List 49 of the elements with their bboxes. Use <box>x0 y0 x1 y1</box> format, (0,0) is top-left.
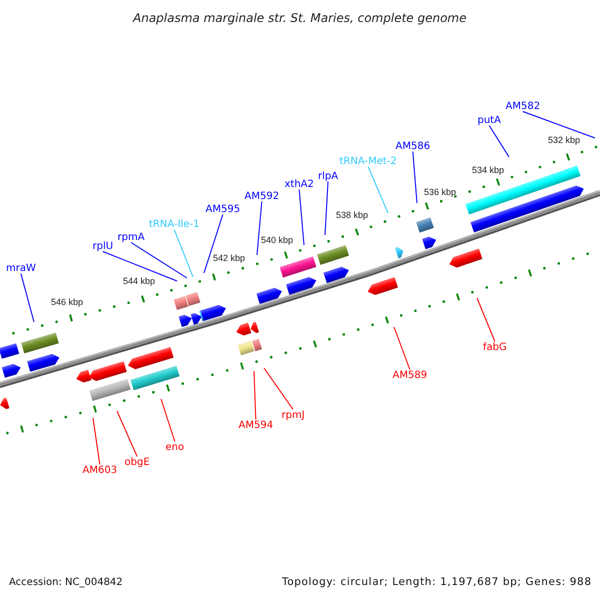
gene-label: tRNA-Met-2 <box>340 156 397 166</box>
scale-label: 546 kbp <box>51 296 84 308</box>
accession-text: Accession: NC_004842 <box>9 576 123 588</box>
leader-line <box>116 410 138 457</box>
gene-label: AM589 <box>392 370 428 380</box>
gene-label: rplU <box>92 240 114 252</box>
leader-line <box>92 418 100 465</box>
leader-line <box>488 125 510 158</box>
gene-label: rpmJ <box>282 410 305 420</box>
gene-label: xthA2 <box>284 178 314 190</box>
leader-line <box>130 242 188 278</box>
scale-label: 534 kbp <box>472 164 504 176</box>
leader-line <box>254 370 256 420</box>
gene-label: AM586 <box>396 140 430 152</box>
leader-line <box>204 214 224 274</box>
gene-label: fabG <box>483 342 507 352</box>
leader-line <box>324 181 328 236</box>
leader-line <box>256 201 262 256</box>
scale-label: 532 kbp <box>548 134 580 146</box>
scale-label: 538 kbp <box>336 210 368 220</box>
leader-line <box>264 368 294 410</box>
gene-label: AM595 <box>206 204 240 214</box>
gene-label: AM592 <box>244 190 280 202</box>
leader-line <box>368 166 388 214</box>
gene-label: obgE <box>124 456 150 468</box>
genome-stats-text: Topology: circular; Length: 1,197,687 bp; Genes: 988 <box>282 576 592 588</box>
leader-line <box>102 251 178 282</box>
gene-label: AM582 <box>506 100 540 112</box>
scale-label: 536 kbp <box>424 186 456 198</box>
gene-label: putA <box>478 114 501 126</box>
leader-line <box>174 229 194 278</box>
gene-label: tRNA-Ile-1 <box>149 218 200 230</box>
gene-label: rlpA <box>318 170 338 182</box>
leader-line <box>394 326 410 370</box>
scale-label: 542 kbp <box>213 252 246 264</box>
leader-line <box>298 189 304 246</box>
gene-label: mraW <box>6 262 36 274</box>
leader-line <box>522 111 596 138</box>
scale-label: 540 kbp <box>261 234 294 246</box>
gene-label: AM594 <box>238 420 274 430</box>
gene-label: AM603 <box>82 464 118 476</box>
leader-line <box>412 151 418 204</box>
scale-label: 544 kbp <box>123 276 156 286</box>
gene-label: eno <box>166 442 184 452</box>
diagram-title: Anaplasma marginale str. St. Maries, complete genome <box>133 11 466 25</box>
leader-line <box>476 298 496 342</box>
leader-line <box>20 273 34 322</box>
leader-line <box>160 398 176 442</box>
gene-label: rpmA <box>118 232 145 242</box>
